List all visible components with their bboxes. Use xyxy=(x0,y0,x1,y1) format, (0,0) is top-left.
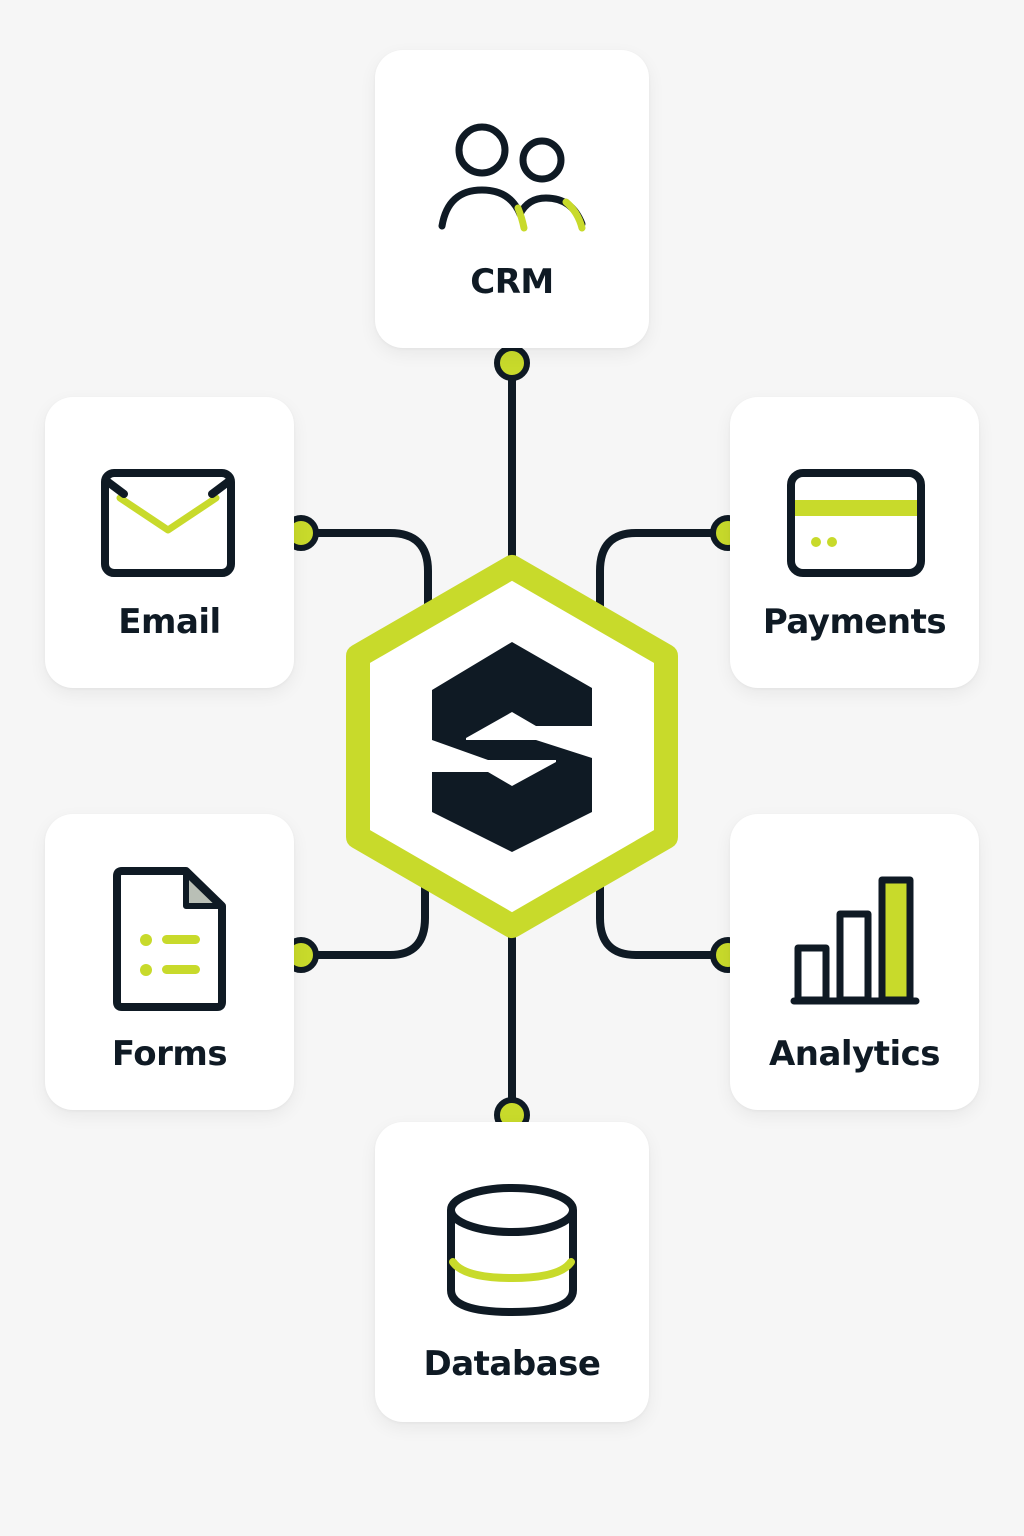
node-card-forms[interactable] xyxy=(45,814,294,1110)
node-label-analytics: Analytics xyxy=(768,1034,941,1074)
connector-payments xyxy=(596,529,730,616)
credit-card-icon xyxy=(787,469,925,577)
node-label-crm: CRM xyxy=(470,262,554,302)
node-card-payments[interactable] xyxy=(730,397,979,688)
connector-forms xyxy=(298,878,429,959)
s-logo-icon xyxy=(432,642,592,852)
connector-email xyxy=(298,529,432,616)
connector-analytics xyxy=(596,878,730,959)
node-label-database: Database xyxy=(423,1344,601,1384)
envelope-icon xyxy=(101,469,235,577)
node-card-database[interactable] xyxy=(375,1122,649,1422)
node-label-forms: Forms xyxy=(111,1034,228,1074)
node-card-email[interactable] xyxy=(45,397,294,688)
users-icon xyxy=(438,123,586,232)
connector-dot-crm xyxy=(494,345,530,381)
database-icon xyxy=(447,1184,577,1317)
node-label-payments: Payments xyxy=(762,602,947,642)
node-label-email: Email xyxy=(118,602,221,642)
bar-chart-icon xyxy=(790,876,920,1005)
document-list-icon xyxy=(113,867,226,1011)
node-card-analytics[interactable] xyxy=(730,814,979,1110)
